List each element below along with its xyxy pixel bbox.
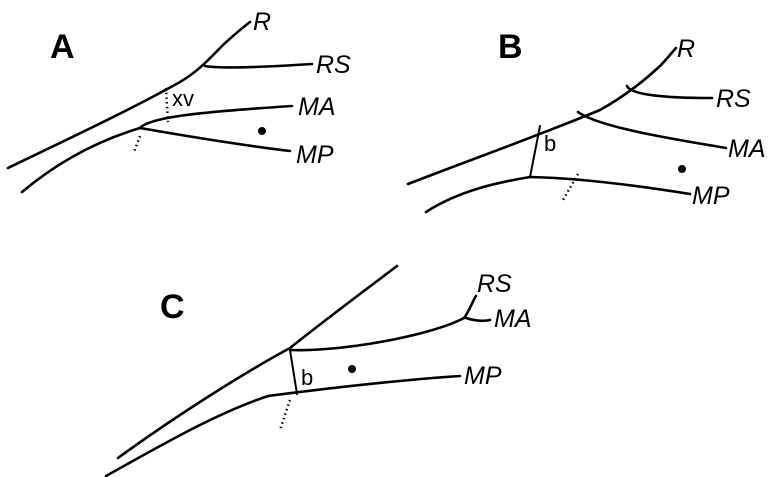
panel-c-label-rs: RS bbox=[477, 270, 512, 298]
panel-c: C RS MA b MP bbox=[104, 264, 532, 477]
panel-c-ma-tip bbox=[464, 316, 492, 323]
panel-a: A R RS xv MA MP bbox=[6, 8, 351, 194]
panel-a-letter: A bbox=[50, 28, 75, 66]
panel-c-label-b: b bbox=[301, 365, 313, 390]
panel-b-label-rs: RS bbox=[716, 85, 751, 113]
panel-b-crossvein-b bbox=[529, 125, 541, 178]
panel-a-crossvein-xv bbox=[164, 87, 170, 123]
panel-c-spot bbox=[348, 365, 356, 373]
panel-b-rs-vein bbox=[625, 84, 714, 100]
panel-a-ma-vein bbox=[138, 104, 294, 130]
panel-c-label-mp: MP bbox=[464, 362, 502, 390]
panel-c-basal-dotted-line bbox=[278, 399, 292, 431]
panel-b-label-r: R bbox=[677, 35, 695, 63]
panel-b-mp-vein bbox=[528, 175, 692, 196]
panel-c-main-stem bbox=[116, 264, 399, 460]
panel-a-rs-vein bbox=[203, 62, 314, 69]
panel-a-label-ma: MA bbox=[298, 93, 336, 121]
panel-b-main-stem bbox=[406, 46, 678, 186]
panel-c-lower-margin bbox=[104, 394, 270, 477]
panel-a-label-xv: xv bbox=[172, 86, 194, 111]
panel-a-mp-vein bbox=[138, 126, 292, 153]
panel-b-label-ma: MA bbox=[728, 135, 766, 163]
panel-b-label-mp: MP bbox=[692, 182, 730, 210]
panel-a-label-rs: RS bbox=[316, 51, 351, 79]
panel-b-ma-vein bbox=[576, 110, 728, 150]
panel-c-mp-vein bbox=[266, 374, 462, 398]
panel-c-label-ma: MA bbox=[494, 305, 532, 333]
panel-c-letter: C bbox=[160, 288, 185, 326]
panel-a-label-mp: MP bbox=[296, 141, 334, 169]
panel-b: B R RS b MA MP bbox=[406, 28, 766, 214]
panel-a-spot bbox=[258, 127, 266, 135]
panel-b-basal-dotted-line bbox=[561, 173, 580, 201]
panel-c-ma-vein bbox=[288, 294, 478, 352]
panel-b-letter: B bbox=[498, 28, 523, 66]
panel-c-crossvein-b bbox=[289, 349, 298, 395]
panel-b-spot bbox=[678, 165, 686, 173]
panel-b-lower-margin bbox=[424, 175, 532, 214]
panel-a-main-stem bbox=[6, 20, 252, 170]
panel-a-lower-margin bbox=[20, 126, 142, 194]
panel-a-basal-dotted-line bbox=[132, 135, 142, 153]
panel-a-label-r: R bbox=[253, 8, 271, 36]
panel-b-label-b: b bbox=[544, 131, 556, 156]
